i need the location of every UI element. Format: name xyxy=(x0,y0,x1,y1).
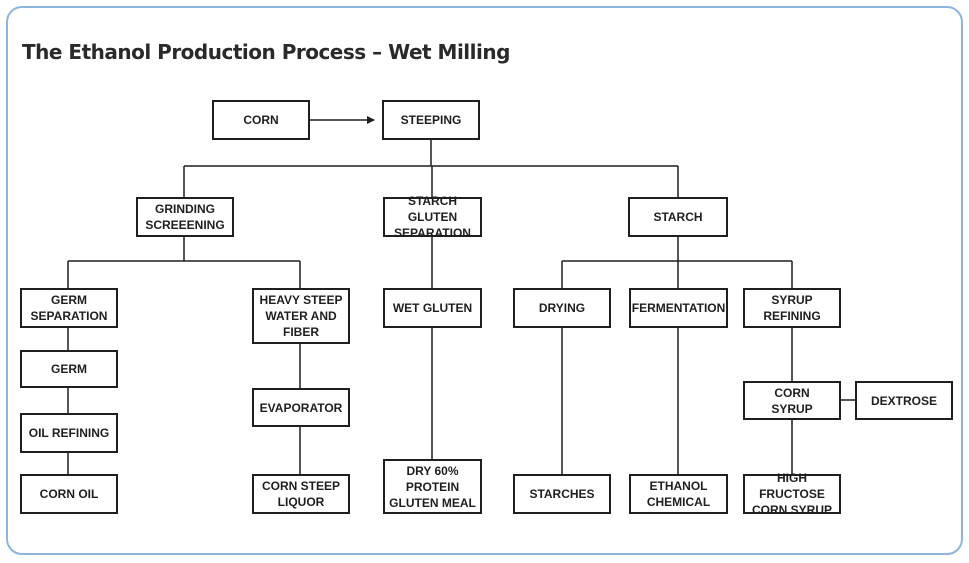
node-ethanol-chemical: ETHANOL CHEMICAL xyxy=(629,474,728,514)
link-steeping-branches xyxy=(183,140,679,197)
node-corn-oil: CORN OIL xyxy=(20,474,118,514)
node-starch: STARCH xyxy=(628,197,728,237)
node-steeping: STEEPING xyxy=(382,100,480,140)
node-drying: DRYING xyxy=(513,288,611,328)
node-high-fructose-corn-syrup: HIGH FRUCTOSE CORN SYRUP xyxy=(743,471,841,517)
node-syrup-refining: SYRUP REFINING xyxy=(743,288,841,328)
node-evaporator: EVAPORATOR xyxy=(252,388,350,427)
link-syrup-chain xyxy=(791,328,855,474)
diagram-frame xyxy=(6,6,963,555)
node-dextrose: DEXTROSE xyxy=(855,381,953,420)
diagram-title: The Ethanol Production Process – Wet Mil… xyxy=(22,40,510,64)
link-grinding-branches xyxy=(67,236,301,288)
node-corn-syrup: CORN SYRUP xyxy=(743,381,841,420)
link-starch-branches xyxy=(561,236,793,288)
node-oil-refining: OIL REFINING xyxy=(20,413,118,453)
node-germ: GERM xyxy=(20,350,118,388)
node-dry-protein-gluten-meal: DRY 60% PROTEIN GLUTEN MEAL xyxy=(383,459,482,514)
node-wet-gluten: WET GLUTEN xyxy=(383,288,482,328)
node-grinding-screening: GRINDING SCREEENING xyxy=(136,197,234,237)
node-starches: STARCHES xyxy=(513,474,611,514)
node-corn-steep-liquor: CORN STEEP LIQUOR xyxy=(252,474,350,514)
node-fermentation: FERMENTATION xyxy=(629,288,728,328)
node-corn: CORN xyxy=(212,100,310,140)
node-germ-separation: GERM SEPARATION xyxy=(20,288,118,328)
link-starch-products xyxy=(561,328,679,474)
node-starch-gluten-separation: STARCH GLUTEN SEPARATION xyxy=(383,194,482,240)
node-heavy-steep-water-fiber: HEAVY STEEP WATER AND FIBER xyxy=(252,288,350,344)
